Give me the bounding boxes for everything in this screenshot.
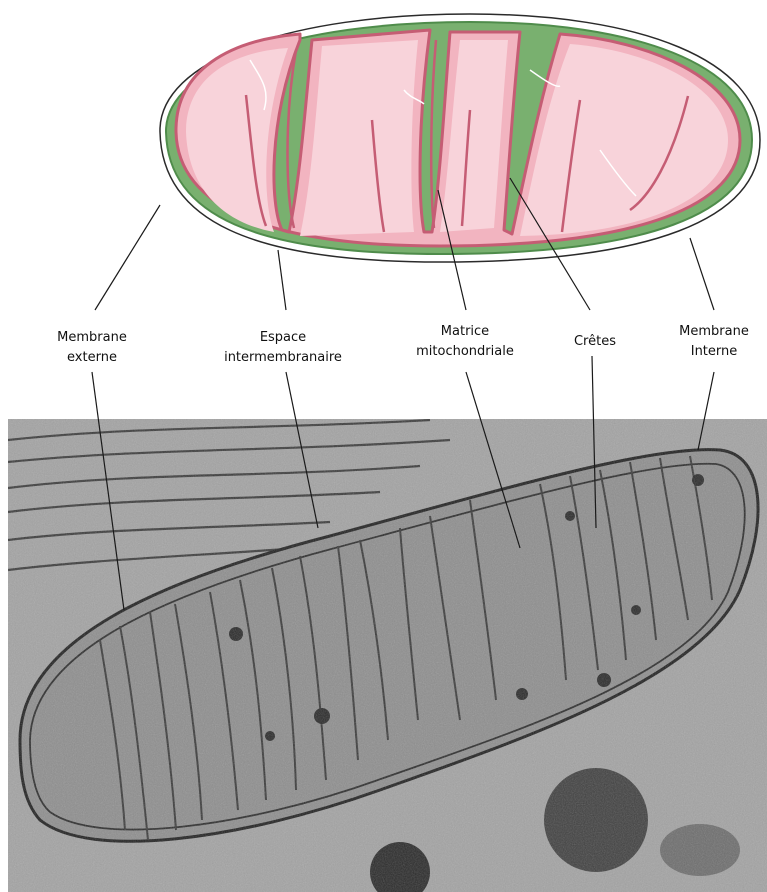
label-matrice-line2: mitochondriale (400, 342, 530, 362)
label-membrane-interne: Membrane Interne (664, 322, 764, 362)
label-membrane-externe-line2: externe (42, 348, 142, 368)
leader-membrane-externe-top (95, 205, 160, 310)
label-membrane-externe-line1: Membrane (42, 328, 142, 348)
label-cretes-line1: Crêtes (560, 332, 630, 352)
electron-micrograph (8, 419, 767, 892)
label-espace-line2: intermembranaire (208, 348, 358, 368)
label-matrice-mitochondriale: Matrice mitochondriale (400, 322, 530, 362)
leader-membrane-interne-top (690, 238, 714, 310)
label-cretes: Crêtes (560, 332, 630, 352)
leader-espace-top (278, 250, 286, 310)
label-membrane-externe: Membrane externe (42, 328, 142, 368)
label-matrice-line1: Matrice (400, 322, 530, 342)
label-membrane-interne-line2: Interne (664, 342, 764, 362)
label-espace-line1: Espace (208, 328, 358, 348)
mitochondrion-diagram (160, 14, 760, 262)
label-espace-intermembranaire: Espace intermembranaire (208, 328, 358, 368)
label-membrane-interne-line1: Membrane (664, 322, 764, 342)
